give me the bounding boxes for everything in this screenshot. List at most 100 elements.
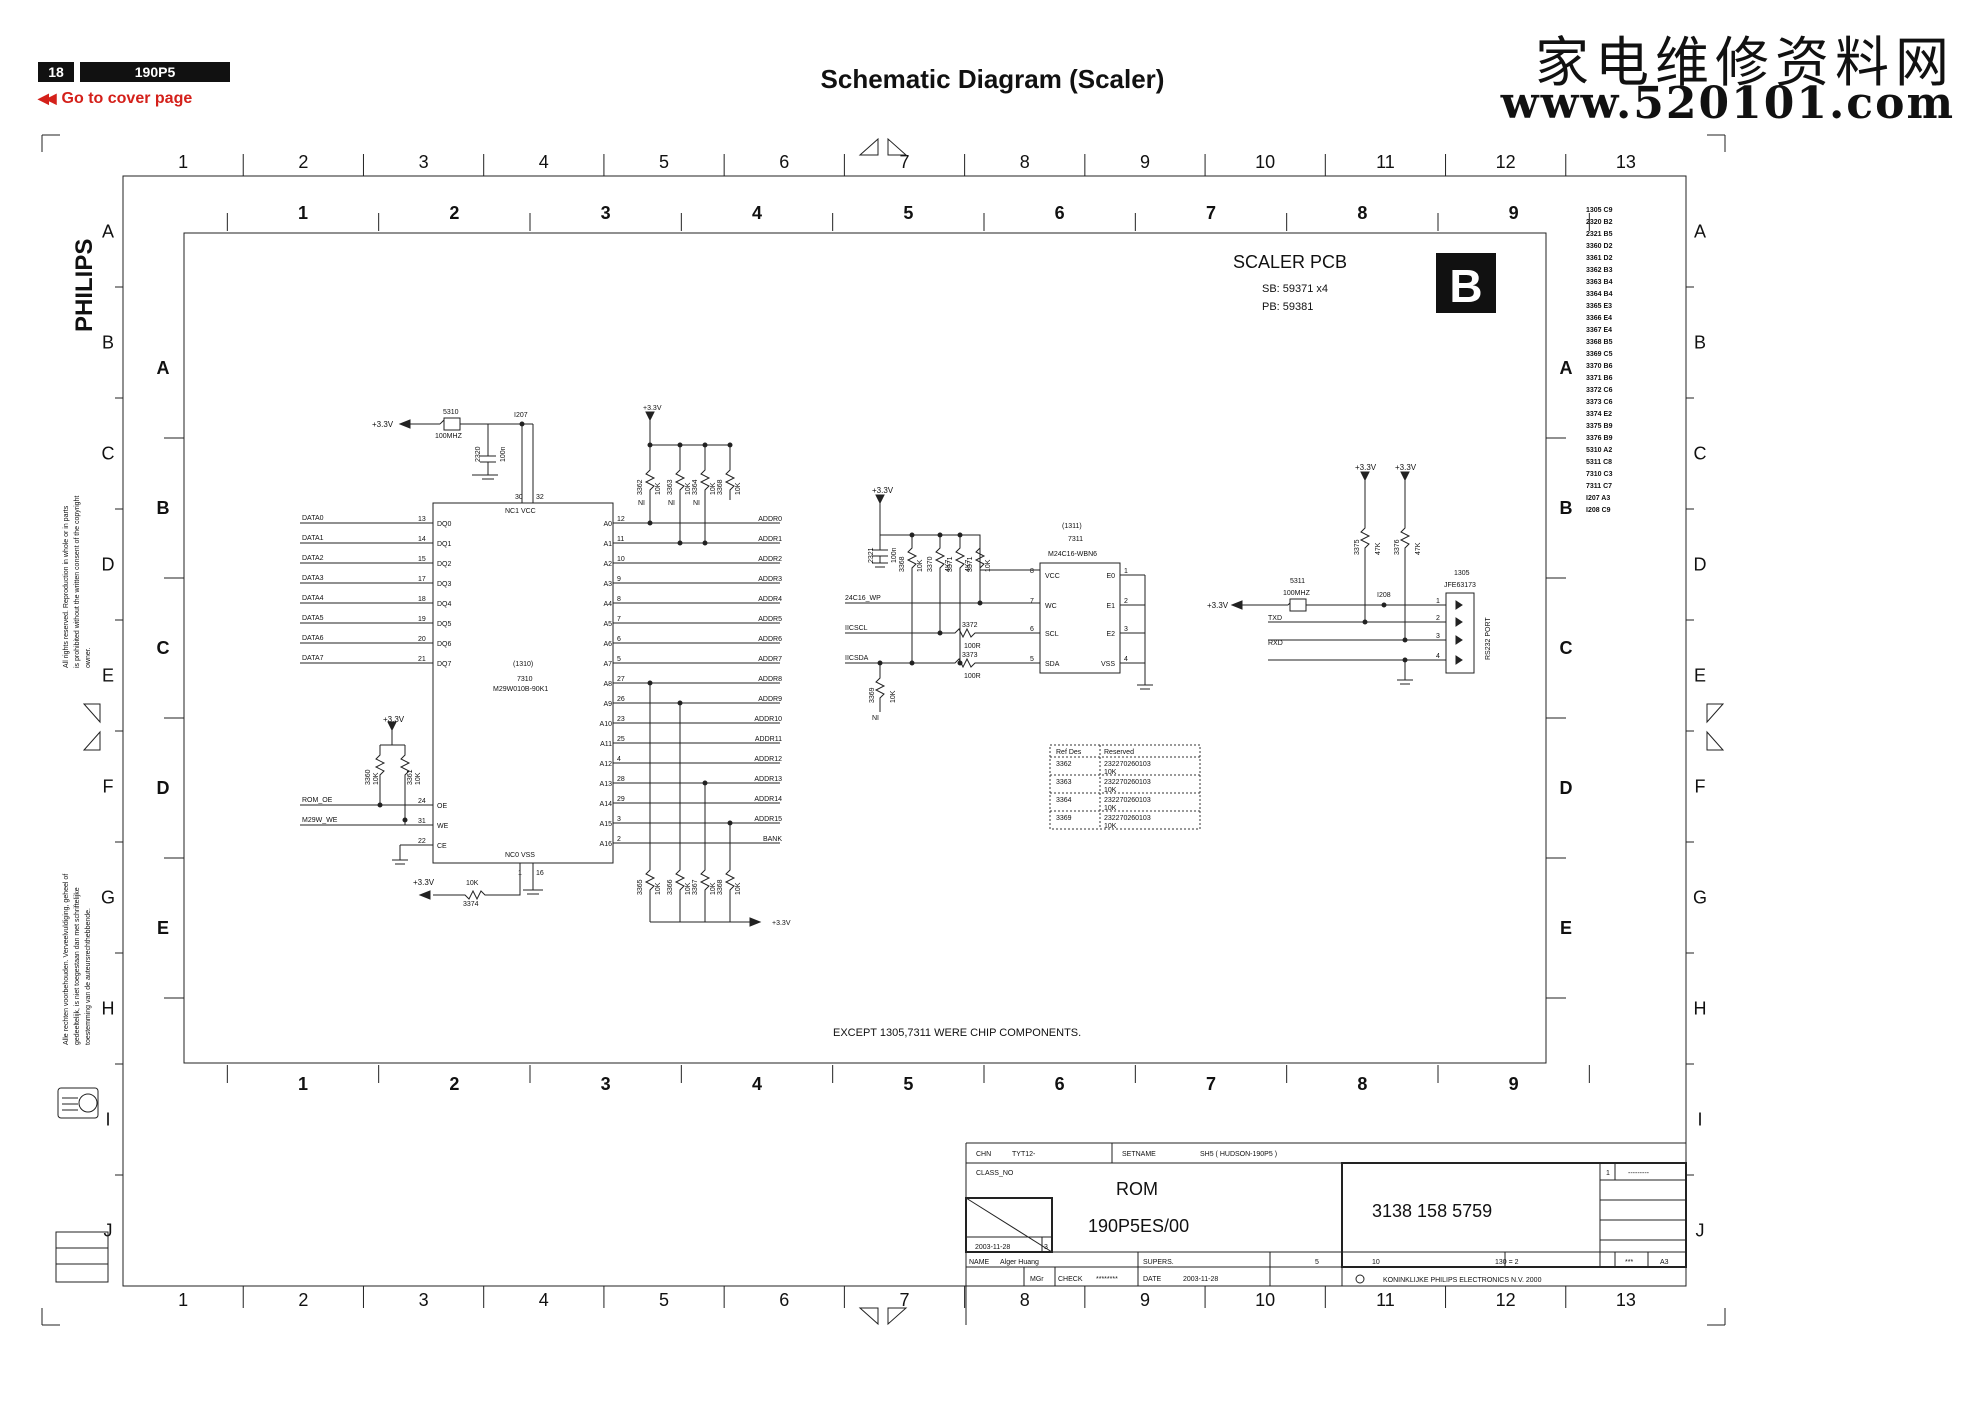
eeprom-ic: 7311 (1068, 536, 1083, 543)
outer-col-top-13: 13 (1616, 152, 1636, 172)
rom-pin-a4: A4 (603, 601, 612, 608)
rom-pin-dq2: DQ2 (437, 561, 452, 568)
outer-col-bottom-10: 10 (1255, 1290, 1275, 1310)
rom-pin-num: 13 (418, 516, 426, 523)
rom-pin-num: 24 (418, 798, 426, 805)
outer-col-bottom-1: 1 (178, 1290, 188, 1310)
copyright-english: All rights reserved. Reproduction in who… (63, 496, 92, 668)
board-letter-box (1436, 253, 1496, 313)
eeprom-pullup-val: 4K7 (945, 559, 952, 572)
outer-col-bottom-13: 13 (1616, 1290, 1636, 1310)
eeprom-pin-num: 6 (1030, 626, 1034, 633)
net-addr3: ADDR3 (758, 576, 782, 583)
conn-pin-2: 2 (1436, 615, 1440, 622)
i208-label: I208 (1377, 592, 1391, 599)
ref-item: I208 C9 (1586, 507, 1611, 514)
tb-name1: ROM (1116, 1179, 1158, 1199)
rom-pin-dq3: DQ3 (437, 581, 452, 588)
outer-col-top-8: 8 (1020, 152, 1030, 172)
philips-shield-icon (57, 1087, 99, 1119)
outer-row-left-E: E (102, 666, 114, 686)
inner-row-left-A: A (157, 358, 170, 378)
eeprom-pin-vcc: VCC (1045, 573, 1060, 580)
l5310-val: 100MHZ (435, 433, 463, 440)
net-addr1: ADDR1 (758, 536, 782, 543)
inner-col-bottom-8: 8 (1357, 1074, 1367, 1094)
outer-col-top-10: 10 (1255, 152, 1275, 172)
rom-pin-a2: A2 (603, 561, 612, 568)
rom-pin16: 16 (536, 870, 544, 877)
outer-row-left-F: F (103, 777, 114, 797)
rom-pin-dq7: DQ7 (437, 661, 452, 668)
r3374-val: 10K (466, 880, 479, 887)
net-addr7: ADDR7 (758, 656, 782, 663)
rs232-v33-input: +3.3V (1207, 601, 1229, 610)
outer-row-left-I: I (105, 1110, 110, 1130)
rom-pin-a15: A15 (600, 821, 613, 828)
rewind-icon: ◀◀ (38, 90, 56, 106)
eeprom-pullup-ref: 3371 (947, 556, 954, 572)
rom-pin-num: 20 (418, 636, 426, 643)
outer-col-bottom-5: 5 (659, 1290, 669, 1310)
ref-item: 3371 B6 (1586, 375, 1613, 382)
rom-pin-dq6: DQ6 (437, 641, 452, 648)
inner-col-bottom-7: 7 (1206, 1074, 1216, 1094)
conn-pin-4: 4 (1436, 653, 1440, 660)
rom-pullup-v33: +3.3V (383, 715, 405, 724)
addr-pulldown-val: 10K (685, 882, 692, 895)
addr-pulldown-ref: 3366 (667, 879, 674, 895)
rom-pin-a8: A8 (603, 681, 612, 688)
outer-row-right-B: B (1694, 333, 1706, 353)
eeprom-pullup-ref: 3370 (927, 556, 934, 572)
addr-pullup-v33: +3.3V (643, 405, 662, 412)
model-label: 190P5 (80, 62, 230, 82)
addr-pullup-val: 10K (685, 482, 692, 495)
rom-pin-a0: A0 (603, 521, 612, 528)
net-24c16-wp: 24C16_WP (845, 595, 881, 602)
go-to-cover-link[interactable]: ◀◀ Go to cover page (38, 90, 192, 108)
inner-col-top-2: 2 (449, 203, 459, 223)
r3361-ref: 3361 (407, 769, 414, 785)
net-addr13: ADDR13 (754, 776, 782, 783)
rom-pin-num: 15 (418, 556, 426, 563)
rom-pin-num: 29 (617, 796, 625, 803)
net-addr11: ADDR11 (755, 736, 782, 743)
reserved-row-code: 232270260103 (1104, 797, 1151, 804)
outer-row-right-H: H (1694, 999, 1707, 1019)
outer-row-right-A: A (1694, 222, 1706, 242)
reserved-row-code: 232270260103 (1104, 779, 1151, 786)
tb-mgr-label: MGr (1030, 1276, 1044, 1283)
reserved-row-ref: 3369 (1056, 815, 1072, 822)
ref-item: 3360 D2 (1586, 243, 1613, 250)
ref-item: 3362 B3 (1586, 267, 1613, 274)
tb-code: 3138 158 5759 (1372, 1201, 1492, 1221)
eeprom-pin-vss: VSS (1101, 661, 1115, 668)
outer-col-top-3: 3 (419, 152, 429, 172)
inner-col-bottom-5: 5 (903, 1074, 913, 1094)
ref-item: 3374 E2 (1586, 411, 1612, 418)
ref-item: 3363 B4 (1586, 279, 1613, 286)
rom-pin-num: 9 (617, 576, 621, 583)
net-data3: DATA3 (302, 575, 324, 582)
eeprom-pullup-val: 10K (985, 559, 992, 572)
addr-pullup-ni: NI (693, 500, 700, 507)
tb-date-label: DATE (1143, 1276, 1161, 1283)
eeprom-pullup-val: 4K7 (965, 559, 972, 572)
reserved-header-code: Reserved (1104, 749, 1134, 756)
inner-row-left-E: E (157, 918, 169, 938)
outer-row-left-B: B (102, 333, 114, 353)
tb-stars: *** (1625, 1259, 1633, 1266)
board-pb: PB: 59381 (1262, 301, 1313, 313)
inner-col-bottom-1: 1 (298, 1074, 308, 1094)
outer-col-bottom-9: 9 (1140, 1290, 1150, 1310)
net-addr6: ADDR6 (758, 636, 782, 643)
copyright-line: gedeeltelijk, is niet toegestaan dan met… (74, 887, 81, 1045)
rom-pin-a14: A14 (600, 801, 613, 808)
rom-pin-num: 26 (617, 696, 625, 703)
c2320-ref: 2320 (475, 446, 482, 462)
cover-link-label: Go to cover page (61, 90, 193, 107)
r3361-val: 10K (415, 772, 422, 785)
outer-col-bottom-11: 11 (1376, 1290, 1395, 1310)
r3372-val: 100R (964, 643, 981, 650)
ref-item: 3372 C6 (1586, 387, 1613, 394)
